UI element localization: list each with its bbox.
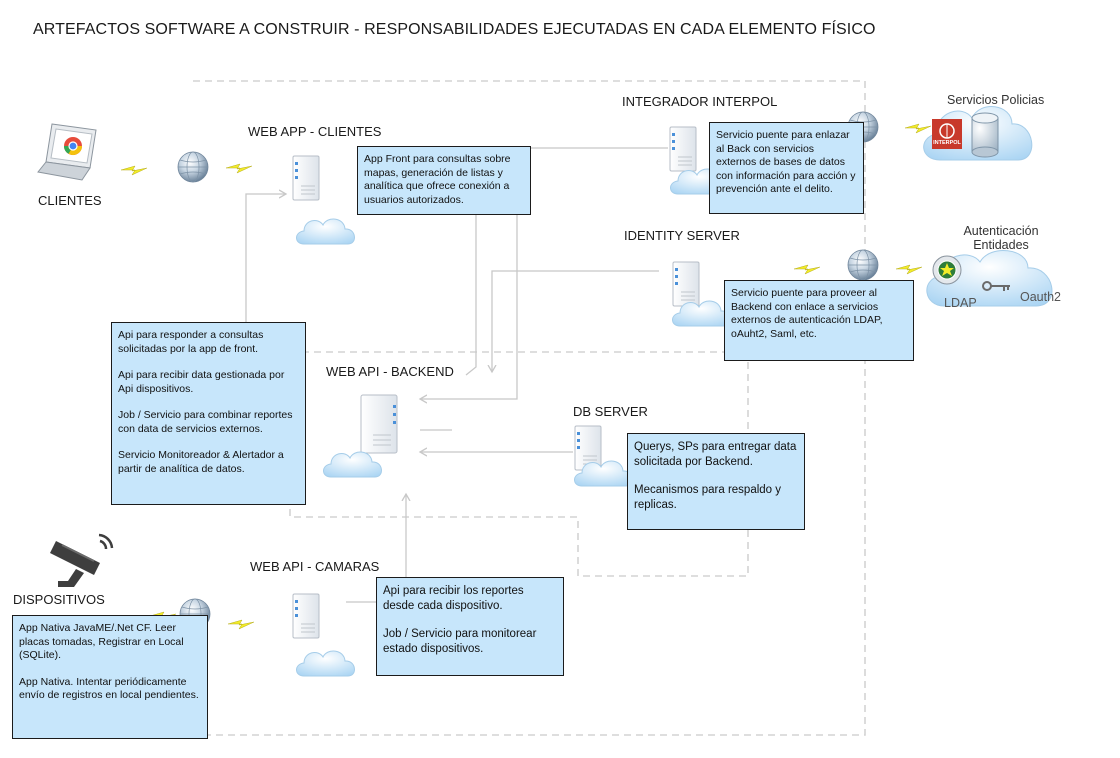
bolt-icon [895,264,923,275]
server-icon [360,394,398,454]
note-text: Servicio puente para proveer al Backend … [731,287,883,340]
server-icon [672,261,700,307]
server-icon [292,593,320,639]
note-text: Servicio Monitoreador & Alertador a part… [118,449,284,475]
interpol-logo-text: INTERPOL [933,140,961,146]
laptop-icon [37,123,97,181]
note-text: Job / Servicio para combinar reportes co… [118,409,293,435]
label-servicios-policias: Servicios Policias [947,93,1045,107]
cloud-icon [323,451,382,478]
cloud-icon [296,218,355,245]
arrow-webapp-to-backend [465,214,477,376]
label-dispositivos: DISPOSITIVOS [13,592,105,607]
note-dispositivos: App Nativa JavaME/.Net CF. Leer placas t… [12,615,208,739]
bolt-icon [120,165,148,176]
globe-icon [177,151,209,183]
label-clientes: CLIENTES [38,193,102,208]
security-camera-icon [50,533,114,587]
globe-icon [847,249,879,281]
note-text: Mecanismos para respaldo y replicas. [634,484,782,511]
label-autenticacion: Autenticación Entidades [963,224,1039,252]
outer-boundary [193,80,866,736]
arrow-interpol-to-backend [420,147,668,399]
database-icon [971,112,999,158]
arrow-identity-to-backend [492,270,659,372]
note-db: Querys, SPs para entregar data solicitad… [627,433,805,530]
server-icon [669,126,697,172]
bolt-icon [793,264,821,275]
note-text: Api para recibir data gestionada por Api… [118,369,285,395]
bolt-icon [904,123,932,134]
label-ldap: LDAP [944,296,977,310]
label-identity-server: IDENTITY SERVER [624,228,740,243]
note-camaras: Api para recibir los reportes desde cada… [376,577,564,676]
bolt-icon [225,163,253,174]
key-icon [982,281,1010,291]
note-backend: Api para responder a consultas solicitad… [111,322,306,505]
note-text: Servicio puente para enlazar al Back con… [716,129,856,195]
label-web-app-clientes: WEB APP - CLIENTES [248,124,382,139]
connectors [245,147,668,603]
note-text: Querys, SPs para entregar data solicitad… [634,441,797,468]
police-badge-icon [932,255,962,285]
note-text: Job / Servicio para monitorear estado di… [383,628,537,655]
note-text: Api para responder a consultas solicitad… [118,329,264,355]
server-icon [292,155,320,201]
label-web-api-backend: WEB API - BACKEND [326,364,454,379]
note-interpol: Servicio puente para enlazar al Back con… [709,122,864,214]
label-integrador-interpol: INTEGRADOR INTERPOL [622,94,778,109]
note-text: Api para recibir los reportes desde cada… [383,585,524,612]
note-text: App Front para consultas sobre mapas, ge… [364,153,511,206]
label-oauth2: Oauth2 [1020,290,1062,304]
bolt-icon [227,619,255,630]
interpol-logo [932,119,962,149]
arrow-backend-to-webapp [245,194,286,322]
note-text: App Nativa JavaME/.Net CF. Leer placas t… [19,622,184,661]
label-db-server: DB SERVER [573,404,648,419]
note-web-app: App Front para consultas sobre mapas, ge… [357,146,531,215]
note-identity: Servicio puente para proveer al Backend … [724,280,914,361]
cloud-icon [296,650,355,677]
page-title: ARTEFACTOS SOFTWARE A CONSTRUIR - RESPON… [33,21,876,38]
note-text: App Nativa. Intentar periódicamente enví… [19,675,199,702]
label-web-api-camaras: WEB API - CAMARAS [250,559,380,574]
